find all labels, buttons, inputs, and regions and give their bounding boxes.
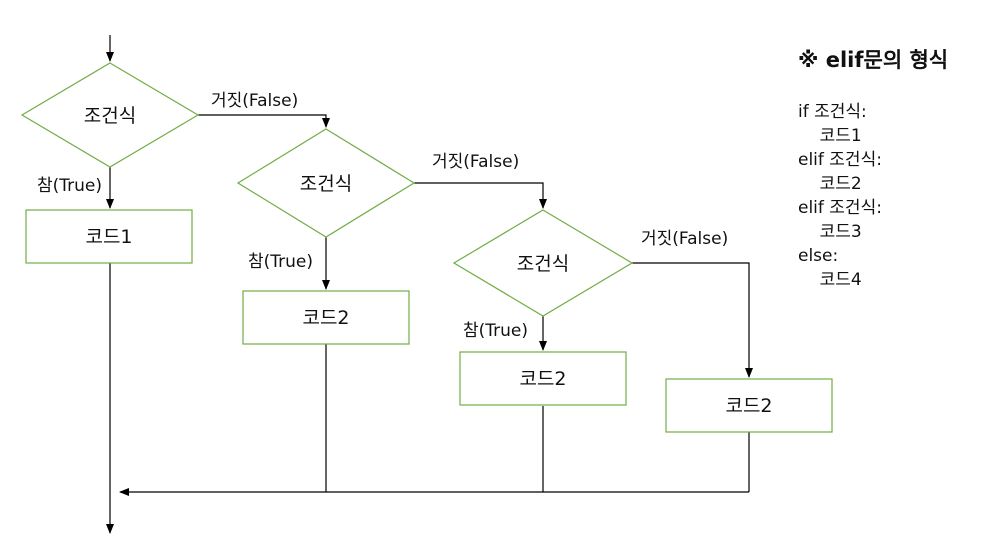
process-box <box>665 378 833 433</box>
code-line: 코드3 <box>798 222 862 242</box>
decision-3: 조건식 <box>452 209 634 317</box>
code-line: else: <box>798 246 839 266</box>
syntax-title: ※ elif문의 형식 <box>798 48 949 72</box>
code-label: 코드2 <box>302 307 349 329</box>
process-box <box>242 290 410 345</box>
true-label-2: 참(True) <box>248 252 313 272</box>
true-label-3: 참(True) <box>463 321 528 341</box>
code-line: elif 조건식: <box>798 198 882 218</box>
false-arrow-2 <box>414 182 547 209</box>
code-label: 코드2 <box>725 395 772 417</box>
code-line: 코드4 <box>798 270 862 290</box>
code-label: 코드1 <box>85 226 132 248</box>
condition-label: 조건식 <box>517 253 569 275</box>
condition-label: 조건식 <box>300 173 352 195</box>
false-arrow-3 <box>632 262 753 378</box>
code-line: 코드1 <box>798 126 862 146</box>
syntax-code: if 조건식: 코드1 elif 조건식: 코드2 elif 조건식: 코드3 … <box>798 100 948 292</box>
decision-diamond <box>20 62 200 168</box>
connectors <box>106 35 753 534</box>
code-block-1: 코드1 <box>25 209 193 264</box>
false-arrow-1 <box>198 114 330 128</box>
false-label-3: 거짓(False) <box>641 229 728 249</box>
decision-2: 조건식 <box>236 128 416 238</box>
code-line: if 조건식: <box>798 102 867 122</box>
decision-1: 조건식 <box>20 62 200 168</box>
false-label-2: 거짓(False) <box>432 152 519 172</box>
code-block-4: 코드2 <box>665 378 833 433</box>
code-label: 코드2 <box>519 368 566 390</box>
code-block-2: 코드2 <box>242 290 410 345</box>
code-line: 코드2 <box>798 174 862 194</box>
process-box <box>25 209 193 264</box>
true-label-1: 참(True) <box>37 176 102 196</box>
condition-label: 조건식 <box>84 105 136 127</box>
false-label-1: 거짓(False) <box>211 91 298 111</box>
syntax-panel: ※ elif문의 형식 if 조건식: 코드1 elif 조건식: 코드2 el… <box>798 44 948 292</box>
code-block-3: 코드2 <box>459 351 627 406</box>
process-box <box>459 351 627 406</box>
decision-diamond <box>236 128 416 238</box>
decision-diamond <box>452 209 634 317</box>
code-line: elif 조건식: <box>798 150 882 170</box>
